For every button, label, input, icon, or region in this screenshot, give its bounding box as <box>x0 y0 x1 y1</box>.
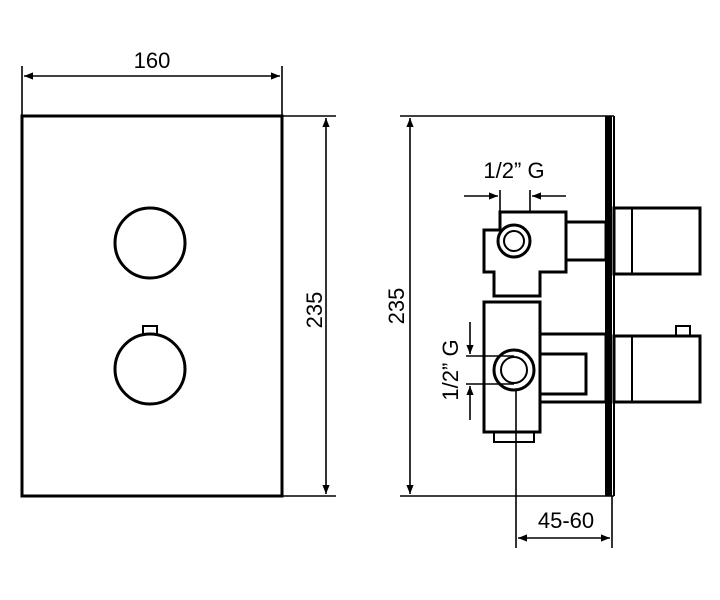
side-connection-port-inner <box>500 356 528 384</box>
valve-side-inner <box>540 352 588 396</box>
upper-knob <box>113 206 187 280</box>
upper-handle <box>612 206 702 276</box>
side-connection-port-outer <box>492 348 536 392</box>
top-connection-label: 1/2” G <box>483 158 544 183</box>
height-dimension-label: 235 <box>302 292 327 329</box>
lower-handle <box>612 334 702 404</box>
side-connection-label: 1/2” G <box>438 339 463 400</box>
plate-edge <box>605 116 612 496</box>
width-dimension-label: 160 <box>134 48 171 73</box>
top-connection-port-outer <box>496 223 532 259</box>
depth-dimension-label: 45-60 <box>538 508 594 533</box>
handle-indicator <box>675 325 691 337</box>
bottom-nut <box>493 431 535 443</box>
cover-plate <box>20 114 284 498</box>
front-view: 160 235 <box>20 48 336 498</box>
knob-indicator <box>142 325 158 335</box>
valve-body <box>482 300 542 434</box>
valve-side-block <box>538 332 608 404</box>
top-connection-port-inner <box>503 230 525 252</box>
upper-stem <box>564 220 608 262</box>
lower-knob <box>113 332 187 406</box>
side-height-dimension-label: 235 <box>384 288 409 325</box>
side-view: 235 1/2” G 1/2” <box>384 115 702 548</box>
